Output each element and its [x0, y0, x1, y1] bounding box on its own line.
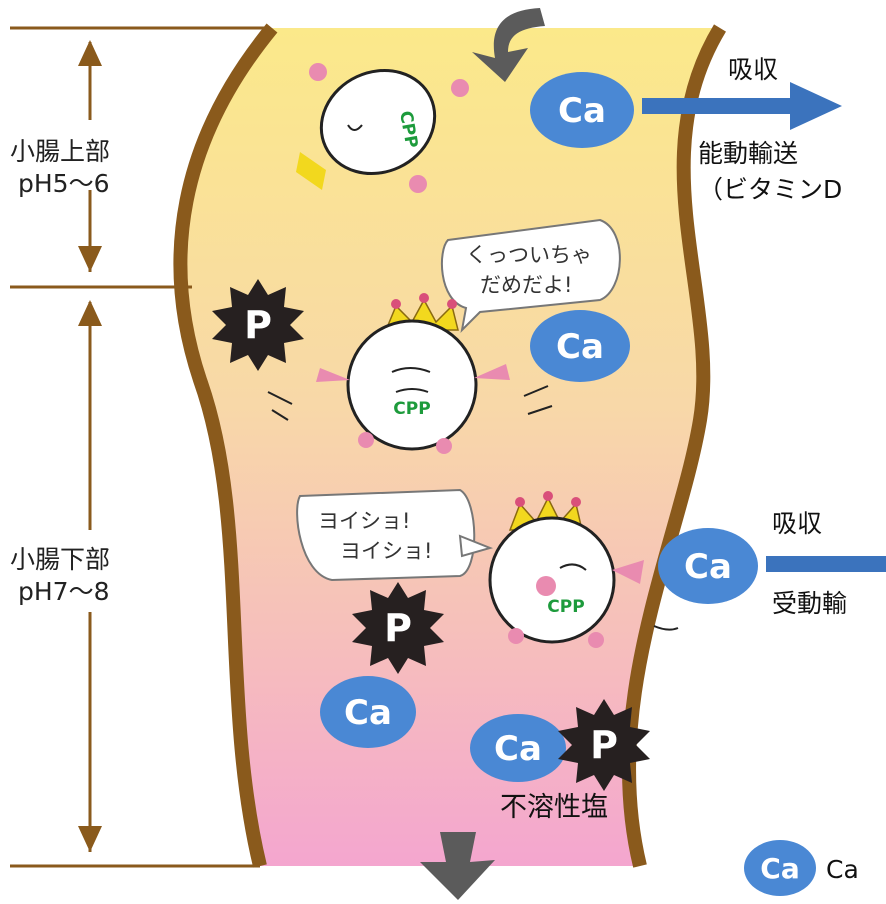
legend-text: Ca: [826, 855, 859, 884]
active-absorption-label: 吸収: [728, 55, 778, 84]
calcium-molecule-passive: Ca: [658, 528, 758, 604]
upper-region-bracket: [78, 40, 102, 272]
calcium-label: Ca: [558, 91, 606, 131]
lower-region-ph: pH7～8: [18, 577, 109, 606]
calcium-label: Ca: [556, 327, 604, 367]
cpp-label: CPP: [547, 597, 584, 617]
effort-speech-bubble: ヨイショ! ヨイショ!: [296, 488, 494, 582]
intestine-right-wall: [622, 24, 726, 868]
warning-line-1: くっついちゃ: [466, 243, 592, 267]
cpp-character-blocking: CPP: [267, 293, 553, 454]
effort-line-1: ヨイショ!: [318, 509, 410, 533]
upper-region-name: 小腸上部: [10, 137, 110, 166]
legend-symbol: Ca: [760, 852, 799, 885]
calcium-label: Ca: [684, 547, 732, 587]
insoluble-salt-label: 不溶性塩: [500, 792, 608, 823]
phosphate-label: P: [384, 606, 412, 650]
cpp-character-pushing: CPP: [488, 491, 679, 648]
calcium-molecule-middle: Ca: [530, 310, 630, 382]
cpp-label: CPP: [393, 399, 430, 419]
effort-line-2: ヨイショ!: [340, 539, 432, 563]
phosphate-label: P: [244, 303, 272, 347]
insoluble-salt-complex: Ca P 不溶性塩: [470, 699, 650, 823]
flow-arrow-bottom-icon: [420, 832, 495, 900]
calcium-molecule-active: Ca: [530, 72, 634, 148]
upper-region-ph: pH5～6: [18, 169, 109, 198]
flow-arrow-top-icon: [472, 8, 545, 82]
lower-region-name: 小腸下部: [10, 545, 110, 574]
calcium-label: Ca: [344, 693, 392, 733]
passive-absorption-arrow-icon: [766, 556, 886, 572]
lower-region-bracket: [78, 300, 102, 852]
warning-line-2: だめだよ!: [480, 273, 572, 297]
phosphate-molecule-upper: P: [212, 279, 304, 371]
calcium-molecule-lower: Ca: [320, 676, 416, 748]
cpp-character-falling: CPP: [296, 63, 469, 193]
intestine-left-wall: [173, 23, 278, 868]
phosphate-molecule-lower: P: [352, 582, 444, 674]
active-transport-label: 能動輸送: [698, 139, 798, 168]
calcium-label: Ca: [494, 729, 542, 769]
phosphate-label: P: [590, 723, 618, 767]
active-absorption-arrow-icon: [642, 82, 842, 130]
vitamin-d-note: （ビタミンD: [698, 175, 842, 204]
legend: Ca Ca: [744, 840, 859, 896]
passive-absorption-label: 吸収: [772, 509, 822, 538]
warning-speech-bubble: くっついちゃ だめだよ!: [440, 218, 621, 333]
passive-transport-label: 受動輸: [772, 589, 847, 618]
